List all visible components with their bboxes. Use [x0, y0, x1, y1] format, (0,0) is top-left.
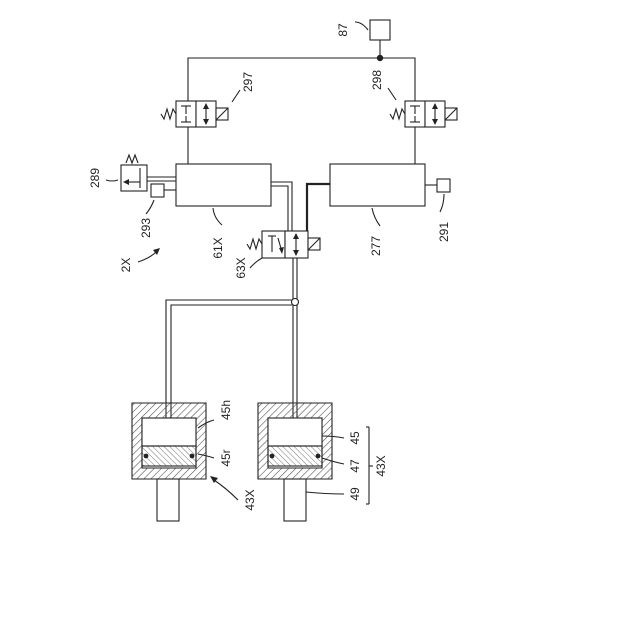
cylinder-right: 45 47 49 43X — [258, 403, 388, 521]
line-61x-to-63x — [271, 182, 292, 231]
label-87: 87 — [336, 23, 350, 37]
figure-label-2x: 2X — [119, 248, 160, 272]
label-277: 277 — [369, 236, 383, 256]
sensor-293: 293 — [139, 184, 176, 238]
line-63x-to-cylinders — [166, 258, 299, 418]
label-45h: 45h — [219, 400, 233, 420]
sensor-87: 87 — [336, 20, 390, 40]
valve-297: 297 — [161, 72, 255, 127]
label-291: 291 — [437, 222, 451, 242]
label-49: 49 — [348, 487, 362, 501]
label-43x-right: 43X — [374, 455, 388, 476]
label-2x: 2X — [119, 258, 133, 273]
label-298: 298 — [370, 70, 384, 90]
unit-277: 277 — [330, 164, 425, 256]
label-289: 289 — [88, 168, 102, 188]
label-297: 297 — [241, 72, 255, 92]
valve-63x: 63X — [234, 231, 320, 279]
label-47: 47 — [348, 459, 362, 473]
label-45: 45 — [348, 431, 362, 445]
label-63x: 63X — [234, 257, 248, 278]
valve-298: 298 — [370, 70, 457, 127]
top-supply-line — [188, 40, 415, 164]
label-45r: 45r — [219, 449, 233, 466]
label-43x-left: 43X — [243, 489, 257, 510]
unit-61x: 61X — [176, 164, 271, 259]
label-293: 293 — [139, 218, 153, 238]
sensor-291: 291 — [425, 179, 451, 242]
line-277-to-63x — [307, 184, 330, 231]
cylinder-left: 45h 45r 43X — [132, 400, 257, 521]
label-61x: 61X — [211, 237, 225, 258]
